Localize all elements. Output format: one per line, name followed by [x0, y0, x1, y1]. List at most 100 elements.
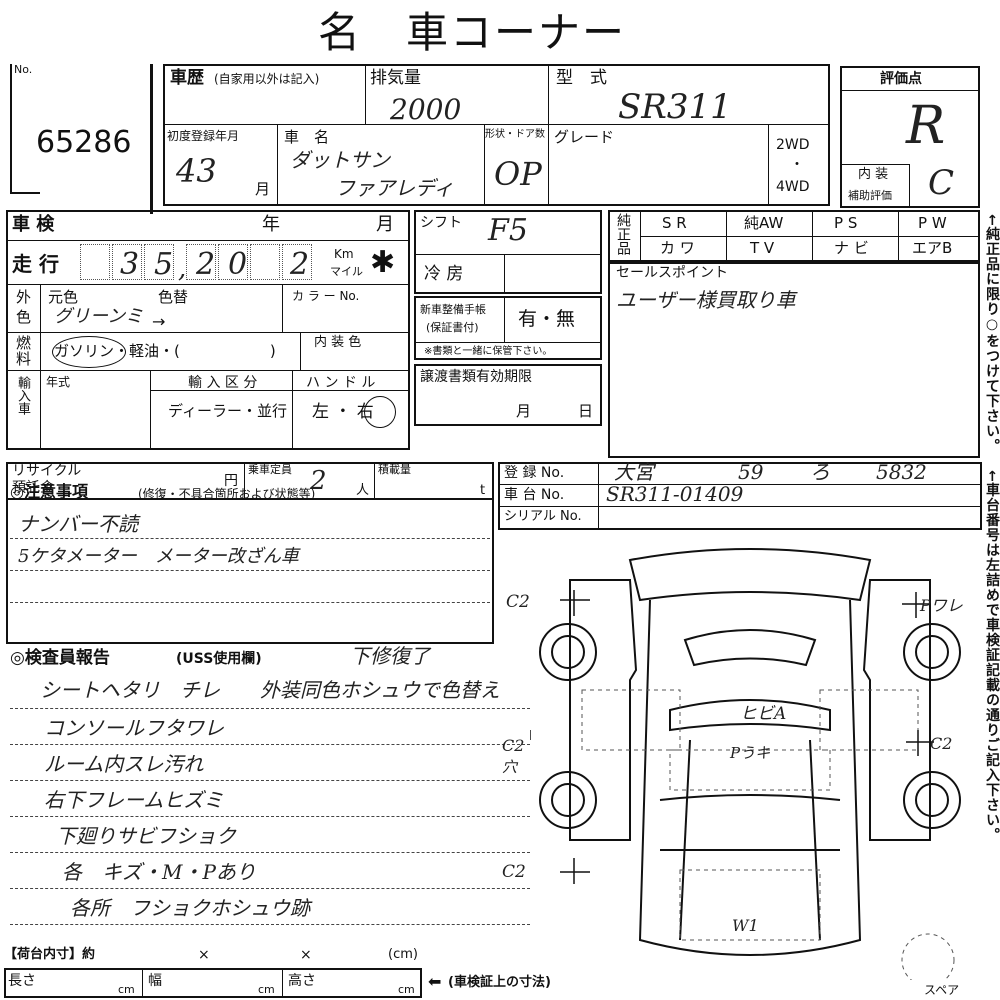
recycle-label: リサイクル: [12, 463, 82, 479]
history-label: 車歴: [170, 68, 204, 88]
report-line: 右下フレームヒズミ: [44, 788, 224, 812]
mileage-digit: 0: [228, 247, 248, 282]
cargo-note-arrow-icon: ⬅: [428, 972, 442, 991]
fuel-side-a: 燃: [16, 334, 32, 352]
report-line: 各 キズ・M・Pあり: [62, 860, 256, 884]
capacity-label: 乗車定員: [248, 463, 292, 476]
load-unit: t: [480, 483, 486, 498]
color-value: グリーンミ: [54, 306, 144, 327]
interior-label: 内 装: [858, 167, 889, 182]
cargo-height-cm: cm: [398, 983, 415, 996]
inspection-month: 月: [376, 214, 394, 235]
genuine-navi: ナ ビ: [834, 239, 869, 257]
diagram-spare-label: スペア: [924, 983, 960, 997]
mileage-comma: ,: [178, 254, 187, 284]
registration-box: [498, 462, 982, 530]
serial-label: シリアル No.: [504, 509, 582, 524]
first-reg-year: 43: [176, 152, 217, 190]
report-line: 下廻りサビフショク: [56, 824, 236, 848]
mileage-unit-km: Km: [334, 247, 354, 261]
displacement-value: 2000: [390, 93, 462, 126]
history-note: (自家用以外は記入): [214, 72, 320, 86]
mileage-digit: 2: [290, 247, 310, 282]
diagram-glass-crack: ヒビA: [740, 704, 787, 724]
displacement-label: 排気量: [370, 68, 421, 88]
transfer-month: 月: [516, 402, 532, 420]
diagram-roof: Pうキ: [730, 744, 771, 762]
report-line: シートヘタリ チレ 外装同色ホシュウで色替え: [40, 678, 500, 702]
registration-area: 大宮: [614, 460, 654, 484]
report-sub: (USS使用欄): [176, 651, 262, 667]
cargo-width-label: 幅: [148, 973, 162, 989]
report-line: ルーム内スレ汚れ: [44, 752, 204, 776]
maintenance-note: ※書類と一緒に保管下さい。: [424, 346, 553, 357]
color-side-b: 色: [16, 308, 32, 326]
handle-selected-circle: [364, 396, 396, 428]
cargo-times-1: ×: [198, 947, 210, 963]
shift-box: [414, 210, 602, 294]
capacity-unit: 人: [356, 483, 370, 498]
genuine-leather: カ ワ: [660, 239, 695, 257]
drive-4wd: 4WD: [776, 179, 810, 195]
stock-number: 65286: [36, 125, 132, 160]
diagram-c2-top-left: C2: [506, 592, 530, 612]
import-side-label: 輸入車: [15, 376, 30, 415]
transfer-label: 譲渡書類有効期限: [420, 369, 532, 385]
car-name-label: 車 名: [284, 128, 330, 146]
handle-options: 左 ・ 右: [312, 402, 374, 422]
cargo-length-label: 長さ: [8, 973, 36, 989]
cargo-unit: (cm): [388, 947, 418, 962]
import-division-options: ディーラー・並行: [168, 402, 287, 420]
header-grid: [163, 64, 830, 206]
color-arrow: →: [152, 312, 166, 331]
maintenance-options: 有・無: [518, 308, 576, 330]
diagram-c2-bottom-left: C2: [502, 862, 526, 882]
maintenance-box: [414, 296, 602, 360]
mileage-digit: 3: [120, 247, 140, 282]
fuel-side-b: 料: [16, 350, 32, 368]
rating-box: [840, 66, 980, 208]
genuine-pw: P W: [918, 214, 947, 232]
inspection-label: 車 検: [12, 214, 55, 235]
notes-box: [6, 480, 494, 644]
report-stamp: 下修復了: [350, 644, 430, 668]
cargo-dims-box: [4, 968, 422, 998]
cargo-note: (車検証上の寸法): [448, 975, 551, 990]
fuel-selected-circle: [52, 336, 126, 368]
notes-label: ◎注意事項: [10, 482, 88, 501]
cargo-width-cm: cm: [258, 983, 275, 996]
genuine-side-label: 純正品: [615, 213, 631, 255]
report-line: 各所 フショクホシュウ跡: [70, 896, 310, 920]
mileage-digit: 5: [154, 247, 174, 282]
notes-line: 5ケタメーター メーター改ざん車: [18, 546, 299, 567]
car-damage-diagram: [530, 548, 961, 980]
report-line: コンソールフタワレ: [44, 716, 224, 740]
handle-label: ハ ン ド ル: [306, 375, 376, 391]
rating-label: 評価点: [880, 71, 922, 87]
notes-sub: (修復・不具合箇所および状態等): [138, 487, 316, 501]
registration-class: 59: [738, 460, 764, 484]
cargo-height-label: 高さ: [288, 973, 316, 989]
interior-color-label: 内 装 色: [314, 335, 362, 350]
page-title: 名 車コーナー: [318, 8, 627, 57]
mileage-digit: 2: [196, 247, 216, 282]
drive-2wd: 2WD: [776, 137, 810, 153]
import-division-label: 輸 入 区 分: [188, 375, 258, 391]
transfer-day: 日: [578, 402, 594, 420]
shift-label: シフト: [420, 215, 462, 231]
notes-line: ナンバー不読: [18, 512, 138, 536]
first-reg-month: 月: [255, 180, 271, 198]
cargo-times-2: ×: [300, 947, 312, 963]
side-note-genuine: ←純正品に限り○をつけて下さい。: [984, 214, 1000, 454]
color-code-label: カ ラ ー No.: [292, 289, 360, 303]
first-reg-label: 初度登録年月: [167, 129, 240, 143]
registration-label: 登 録 No.: [504, 465, 565, 481]
genuine-ps: P S: [834, 214, 858, 232]
sale-point-label: セールスポイント: [616, 265, 728, 281]
cargo-label: 【荷台内寸】約: [4, 947, 96, 962]
interior-value: C: [928, 163, 955, 203]
chassis-label: 車 台 No.: [504, 487, 565, 503]
mileage-label: 走 行: [12, 252, 59, 276]
import-year-label: 年式: [46, 375, 71, 389]
diagram-hole: 穴: [502, 758, 518, 776]
